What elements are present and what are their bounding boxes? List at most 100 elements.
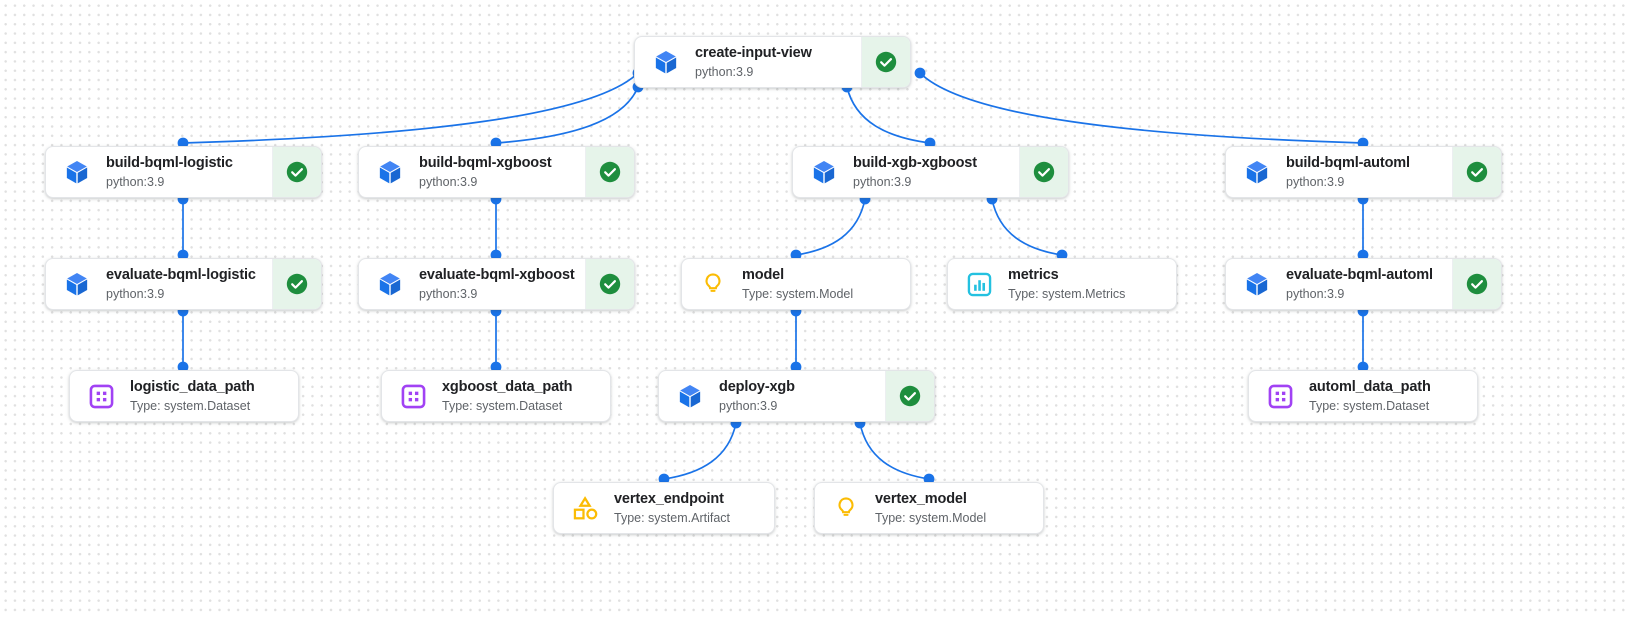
node-title: logistic_data_path bbox=[130, 378, 255, 395]
node-body: build-xgb-xgboost python:3.9 bbox=[793, 147, 1019, 197]
status-badge-succeeded bbox=[272, 147, 321, 197]
node-text: evaluate-bqml-logistic python:3.9 bbox=[106, 266, 256, 303]
node-build-xgb-xgboost[interactable]: build-xgb-xgboost python:3.9 bbox=[792, 146, 1069, 198]
node-title: deploy-xgb bbox=[719, 378, 795, 395]
status-badge-succeeded bbox=[861, 37, 910, 87]
node-subtitle: Type: system.Model bbox=[742, 286, 854, 301]
node-title: build-bqml-automl bbox=[1286, 154, 1410, 171]
artifact-shapes-icon bbox=[570, 493, 600, 523]
node-subtitle: python:3.9 bbox=[1286, 174, 1345, 189]
node-text: evaluate-bqml-automl python:3.9 bbox=[1286, 266, 1433, 303]
node-subtitle: Type: system.Model bbox=[875, 510, 987, 525]
status-badge-succeeded bbox=[885, 371, 934, 421]
node-subtitle: Type: system.Artifact bbox=[614, 510, 731, 525]
node-body: deploy-xgb python:3.9 bbox=[659, 371, 885, 421]
node-body: build-bqml-logistic python:3.9 bbox=[46, 147, 272, 197]
node-evaluate-bqml-logistic[interactable]: evaluate-bqml-logistic python:3.9 bbox=[45, 258, 322, 310]
dataset-icon bbox=[86, 381, 116, 411]
cube-icon bbox=[1242, 157, 1272, 187]
node-title: metrics bbox=[1008, 266, 1059, 283]
edge-create-input-view-to-build-xgb-xgboost bbox=[846, 86, 931, 144]
node-evaluate-bqml-automl[interactable]: evaluate-bqml-automl python:3.9 bbox=[1225, 258, 1502, 310]
node-title: build-xgb-xgboost bbox=[853, 154, 977, 171]
edge-create-input-view-to-build-bqml-xgboost bbox=[495, 86, 639, 144]
node-title: build-bqml-xgboost bbox=[419, 154, 552, 171]
node-body: evaluate-bqml-automl python:3.9 bbox=[1226, 259, 1452, 309]
cube-icon bbox=[809, 157, 839, 187]
node-subtitle: python:3.9 bbox=[853, 174, 912, 189]
node-subtitle: python:3.9 bbox=[419, 286, 478, 301]
node-subtitle: Type: system.Dataset bbox=[1309, 398, 1430, 413]
cube-icon bbox=[1242, 269, 1272, 299]
status-badge-succeeded bbox=[272, 259, 321, 309]
node-title: evaluate-bqml-logistic bbox=[106, 266, 256, 283]
node-subtitle: python:3.9 bbox=[106, 286, 165, 301]
node-deploy-xgb[interactable]: deploy-xgb python:3.9 bbox=[658, 370, 935, 422]
edge-create-input-view-to-build-bqml-automl bbox=[919, 72, 1364, 144]
cube-icon bbox=[375, 269, 405, 299]
status-badge-succeeded bbox=[1452, 259, 1501, 309]
edge-deploy-xgb-to-vertex_model bbox=[859, 422, 930, 480]
dataset-icon bbox=[398, 381, 428, 411]
lightbulb-icon bbox=[698, 269, 728, 299]
node-text: build-xgb-xgboost python:3.9 bbox=[853, 154, 977, 191]
edge-create-input-view-to-build-bqml-logistic bbox=[182, 72, 639, 144]
node-body: evaluate-bqml-logistic python:3.9 bbox=[46, 259, 272, 309]
node-text: build-bqml-automl python:3.9 bbox=[1286, 154, 1410, 191]
dataset-icon bbox=[1265, 381, 1295, 411]
node-title: vertex_model bbox=[875, 490, 967, 507]
cube-icon bbox=[651, 47, 681, 77]
cube-icon bbox=[62, 269, 92, 299]
bar-chart-icon bbox=[964, 269, 994, 299]
status-badge-succeeded bbox=[585, 147, 634, 197]
node-subtitle: python:3.9 bbox=[719, 398, 778, 413]
node-title: create-input-view bbox=[695, 44, 812, 61]
status-badge-succeeded bbox=[1452, 147, 1501, 197]
node-body: build-bqml-automl python:3.9 bbox=[1226, 147, 1452, 197]
edge-build-xgb-xgboost-to-metrics bbox=[991, 198, 1063, 256]
node-build-bqml-automl[interactable]: build-bqml-automl python:3.9 bbox=[1225, 146, 1502, 198]
node-subtitle: python:3.9 bbox=[1286, 286, 1345, 301]
status-badge-succeeded bbox=[585, 259, 634, 309]
node-title: xgboost_data_path bbox=[442, 378, 573, 395]
node-title: evaluate-bqml-automl bbox=[1286, 266, 1433, 283]
lightbulb-icon bbox=[831, 493, 861, 523]
cube-icon bbox=[375, 157, 405, 187]
node-build-bqml-logistic[interactable]: build-bqml-logistic python:3.9 bbox=[45, 146, 322, 198]
edge-build-xgb-xgboost-to-model bbox=[795, 198, 866, 256]
node-title: model bbox=[742, 266, 784, 283]
node-title: automl_data_path bbox=[1309, 378, 1431, 395]
cube-icon bbox=[62, 157, 92, 187]
cube-icon bbox=[675, 381, 705, 411]
node-subtitle: python:3.9 bbox=[106, 174, 165, 189]
node-title: build-bqml-logistic bbox=[106, 154, 233, 171]
node-text: deploy-xgb python:3.9 bbox=[719, 378, 795, 415]
